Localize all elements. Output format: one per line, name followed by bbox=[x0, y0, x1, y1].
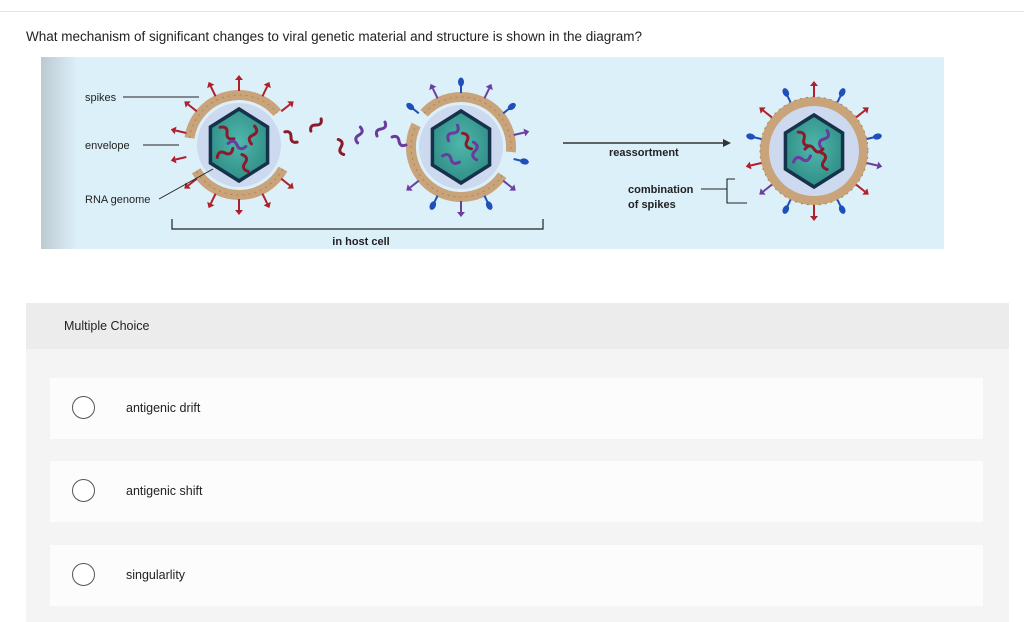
radio-button-icon[interactable] bbox=[72, 479, 95, 502]
choice-antigenic-drift[interactable]: antigenic drift bbox=[50, 378, 983, 439]
multiple-choice-label: Multiple Choice bbox=[64, 319, 150, 333]
multiple-choice-header: Multiple Choice bbox=[26, 303, 1009, 349]
virus-blue-spikes-icon bbox=[406, 77, 530, 217]
host-cell-label: in host cell bbox=[332, 236, 389, 248]
choice-label: singularlity bbox=[126, 568, 186, 582]
radio-button-icon[interactable] bbox=[72, 396, 95, 419]
choice-singularlity[interactable]: singularlity bbox=[50, 545, 983, 606]
question-text: What mechanism of significant changes to… bbox=[26, 29, 643, 44]
released-rna-segments bbox=[283, 117, 408, 157]
choice-antigenic-shift[interactable]: antigenic shift bbox=[50, 461, 983, 522]
virus-reassortant-icon bbox=[745, 81, 883, 221]
combination-bracket bbox=[701, 178, 747, 204]
reassortment-label: reassortment bbox=[609, 147, 679, 159]
choice-label: antigenic shift bbox=[126, 484, 203, 498]
reassortment-arrow-icon bbox=[563, 139, 731, 147]
choice-label: antigenic drift bbox=[126, 401, 201, 415]
envelope-label: envelope bbox=[85, 140, 130, 152]
radio-button-icon[interactable] bbox=[72, 563, 95, 586]
host-cell-bracket bbox=[171, 219, 544, 230]
spikes-label: spikes bbox=[85, 92, 117, 104]
answer-choices: antigenic drift antigenic shift singular… bbox=[26, 349, 1009, 622]
rna-genome-leader-line bbox=[158, 168, 214, 200]
rna-genome-label: RNA genome bbox=[85, 194, 150, 206]
top-divider bbox=[0, 11, 1024, 12]
combination-label-line1: combination bbox=[628, 184, 694, 196]
combination-label-line2: of spikes bbox=[628, 199, 676, 211]
virus-red-spikes-icon bbox=[170, 75, 294, 215]
reassortment-diagram: spikes envelope RNA genome in host cell … bbox=[41, 57, 944, 249]
